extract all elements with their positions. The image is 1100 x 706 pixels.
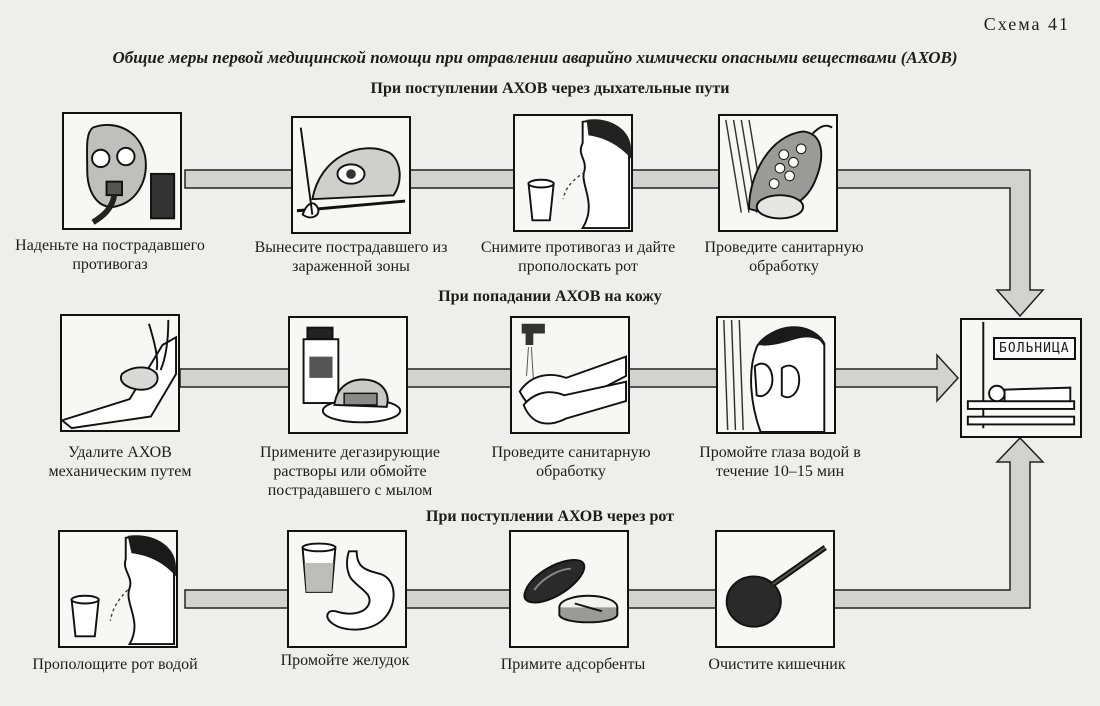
section-title-oral: При поступлении АХОВ через рот xyxy=(426,508,674,525)
schema-number: Схема 41 xyxy=(983,14,1070,34)
rinse-mouth-icon xyxy=(527,119,631,230)
wipe-leg-icon xyxy=(62,319,177,430)
hospital-panel xyxy=(960,318,1082,438)
step-shower xyxy=(718,114,838,232)
enema-bulb-icon xyxy=(725,545,827,628)
caption-rinse-mouth-cup: Прополощите рот водой xyxy=(32,656,198,673)
caption-stomach-glass: Промойте желудок xyxy=(280,652,410,669)
page-title: Общие меры первой медицинской помощи при… xyxy=(112,48,958,67)
caption-wipe-leg: Удалите АХОВ механическим путем xyxy=(48,444,192,480)
step-soap-bottle xyxy=(288,316,408,434)
hospital-bed-icon xyxy=(966,321,1076,429)
step-wash-eyes xyxy=(716,316,836,434)
caption-enema: Очистите кишечник xyxy=(708,656,846,673)
caption-wash-hands: Проведите санитарную обработку xyxy=(491,444,651,480)
step-gas-mask xyxy=(62,112,182,230)
step-tablets xyxy=(509,530,629,648)
step-rinse-mouth xyxy=(513,114,633,232)
caption-wash-eyes: Промойте глаза водой в течение 10–15 мин xyxy=(699,444,861,480)
carry-victim-icon xyxy=(296,127,406,219)
step-rinse-mouth-cup xyxy=(58,530,178,648)
step-wash-hands xyxy=(510,316,630,434)
stomach-glass-icon xyxy=(301,542,395,631)
soap-and-bottle-icon xyxy=(302,326,402,424)
tablets-icon xyxy=(523,558,619,624)
wash-eyes-icon xyxy=(723,319,827,432)
section-title-respiratory: При поступлении АХОВ через дыхательные п… xyxy=(370,80,730,97)
wash-hands-icon xyxy=(518,323,627,425)
step-wipe-leg xyxy=(60,314,180,432)
rinse-mouth-cup-icon xyxy=(70,535,176,646)
step-stomach-glass xyxy=(287,530,407,648)
hospital-sign: БОЛЬНИЦА xyxy=(993,337,1076,360)
gas-mask-icon xyxy=(86,123,176,225)
caption-carry-victim: Вынесите пострадавшего из зараженной зон… xyxy=(254,239,448,275)
caption-rinse-mouth: Снимите противогаз и дайте прополоскать … xyxy=(480,239,676,275)
shower-icon xyxy=(725,119,833,220)
step-enema xyxy=(715,530,835,648)
caption-tablets: Примите адсорбенты xyxy=(500,656,646,673)
caption-soap-bottle: Примените дегазирующие растворы или обмо… xyxy=(259,444,441,499)
step-carry-victim xyxy=(291,116,411,234)
caption-shower: Проведите санитарную обработку xyxy=(704,239,864,275)
section-title-skin: При попадании АХОВ на кожу xyxy=(438,288,662,305)
caption-gas-mask: Наденьте на пострадавшего противогаз xyxy=(15,237,205,273)
